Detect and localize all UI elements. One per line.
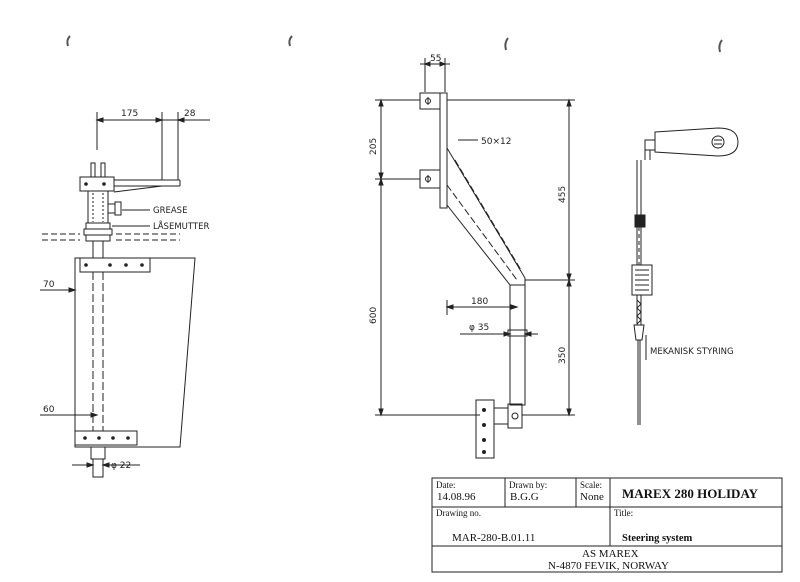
company-name: AS MAREX [582, 548, 639, 560]
dim-205: 205 [369, 138, 379, 155]
drawing-no-label: Drawing no. [436, 508, 481, 518]
mechanical-steering-view [632, 128, 738, 425]
dim-350: 350 [558, 347, 568, 364]
dim-70: 70 [43, 280, 55, 290]
dim-600: 600 [369, 307, 379, 324]
dim-175: 175 [121, 109, 138, 119]
dim-28: 28 [184, 109, 196, 119]
scale-value: None [580, 491, 604, 503]
title-value: Steering system [622, 533, 693, 544]
date-value: 14.08.96 [437, 491, 476, 503]
scale-label: Scale: [580, 480, 602, 490]
dim-phi-22: φ 22 [111, 461, 131, 471]
label-mekanisk-styring: MEKANISK STYRING [650, 347, 734, 357]
project-title: MAREX 280 HOLIDAY [622, 486, 759, 501]
drawn-by-value: B.G.G [510, 491, 539, 503]
dim-180: 180 [471, 297, 488, 307]
drawing-no-value: MAR-280-B.01.11 [452, 532, 535, 544]
title-block [432, 478, 782, 572]
drawn-by-label: Drawn by: [509, 480, 547, 490]
punch-marks [67, 36, 722, 52]
dim-55: 55 [430, 54, 441, 64]
dim-50x12: 50×12 [481, 137, 511, 147]
rudder-view [40, 112, 210, 477]
dim-phi-35: φ 35 [469, 323, 489, 333]
dim-60: 60 [43, 405, 55, 415]
title-label: Title: [614, 508, 633, 518]
date-label: Date: [436, 480, 456, 490]
label-lasemutter: LÅSEMUTTER [153, 220, 209, 232]
steering-arm-view [375, 58, 575, 458]
label-grease: GREASE [153, 206, 187, 216]
dim-455: 455 [558, 186, 568, 203]
company-address: N-4870 FEVIK, NORWAY [548, 560, 669, 572]
